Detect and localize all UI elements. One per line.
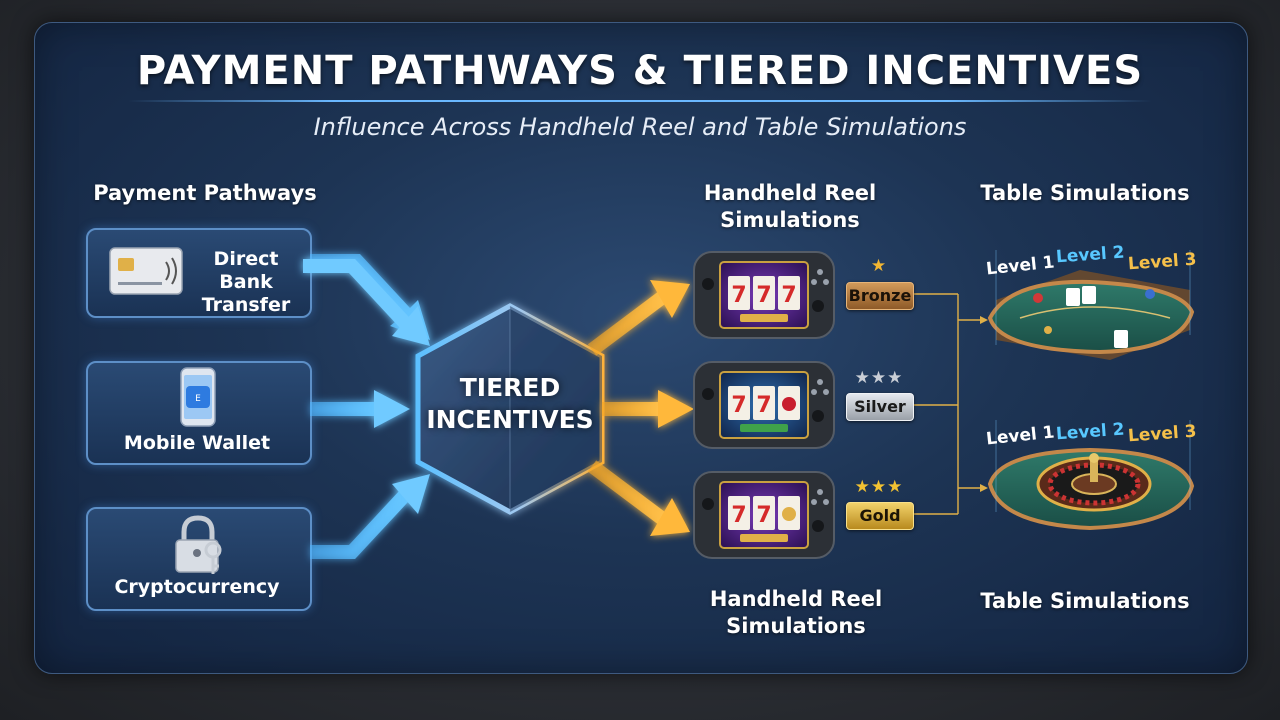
handheld-console-bronze: 7 7 7 xyxy=(694,252,834,338)
arrow-hub-to-reel-silver xyxy=(602,390,694,428)
tier-connectors xyxy=(914,294,980,514)
bell-icon xyxy=(782,507,796,521)
tier-badge-gold: Gold xyxy=(846,502,914,530)
tier-badge-silver: Silver xyxy=(846,393,914,421)
playing-card xyxy=(1114,330,1128,348)
padlock-key-icon xyxy=(176,518,220,574)
tier-badge-bronze: Bronze xyxy=(846,282,914,310)
payment-label-wallet: Mobile Wallet xyxy=(86,432,308,455)
tier-stars-gold: ★★★ xyxy=(846,477,912,497)
playing-card xyxy=(1066,288,1080,306)
arrow-wallet-to-hub xyxy=(310,390,410,428)
cherry-icon xyxy=(782,397,796,411)
connector-arrowhead-bottom xyxy=(980,484,988,492)
handheld-console-silver: 7 7 xyxy=(694,362,834,448)
arrow-crypto-to-hub xyxy=(310,474,430,552)
reel-seven: 7 xyxy=(756,393,771,418)
arrow-bank-to-hub xyxy=(310,254,430,346)
tier-stars-bronze: ★ xyxy=(846,256,912,276)
playing-card xyxy=(1082,286,1096,304)
connector-arrowhead-top xyxy=(980,316,988,324)
reel-seven: 7 xyxy=(731,503,746,528)
payment-label-crypto: Cryptocurrency xyxy=(86,576,308,599)
reel-seven: 7 xyxy=(756,503,771,528)
arrow-hub-to-reel-gold xyxy=(592,466,690,536)
bank-card-icon xyxy=(110,248,182,294)
mobile-phone-icon: E xyxy=(181,368,215,426)
arrow-hub-to-reel-bronze xyxy=(592,280,690,350)
handheld-console-gold: 7 7 xyxy=(694,472,834,558)
reel-seven: 7 xyxy=(781,283,796,308)
tier-stars-silver: ★★★ xyxy=(846,368,912,388)
svg-text:E: E xyxy=(195,394,201,404)
reel-seven: 7 xyxy=(731,393,746,418)
reel-seven: 7 xyxy=(731,283,746,308)
reel-seven: 7 xyxy=(756,283,771,308)
